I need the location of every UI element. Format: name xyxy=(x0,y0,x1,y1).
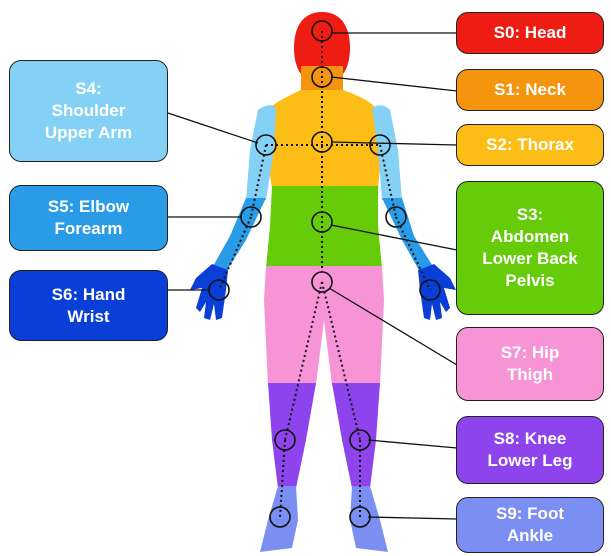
region-right-hand xyxy=(418,264,456,320)
label-s0-text: S0: Head xyxy=(494,22,567,44)
label-s0-head: S0: Head xyxy=(456,12,604,54)
label-s6-hand: S6: Hand Wrist xyxy=(9,270,168,341)
region-thorax xyxy=(265,90,382,188)
label-s3-text: S3: Abdomen Lower Back Pelvis xyxy=(482,204,577,292)
label-s1-neck: S1: Neck xyxy=(456,69,604,111)
label-s1-text: S1: Neck xyxy=(494,79,566,101)
label-s6-text: S6: Hand Wrist xyxy=(52,284,126,328)
region-abdomen xyxy=(266,186,382,268)
region-hip-thigh xyxy=(264,266,384,385)
label-s3-abdomen: S3: Abdomen Lower Back Pelvis xyxy=(456,181,604,315)
region-right-lower-leg xyxy=(332,383,380,488)
label-s7-text: S7: Hip Thigh xyxy=(501,342,560,386)
label-s4-text: S4: Shoulder Upper Arm xyxy=(45,78,132,144)
label-s4-shoulder: S4: Shoulder Upper Arm xyxy=(9,60,168,162)
label-s7-hip: S7: Hip Thigh xyxy=(456,327,604,401)
region-left-foot xyxy=(260,486,298,552)
label-s9-text: S9: Foot Ankle xyxy=(496,503,564,547)
label-s9-foot: S9: Foot Ankle xyxy=(456,497,604,553)
label-s2-text: S2: Thorax xyxy=(486,134,574,156)
label-s2-thorax: S2: Thorax xyxy=(456,124,604,166)
label-s8-knee: S8: Knee Lower Leg xyxy=(456,416,604,484)
label-s5-elbow: S5: Elbow Forearm xyxy=(9,185,168,251)
label-s5-text: S5: Elbow Forearm xyxy=(48,196,129,240)
label-s8-text: S8: Knee Lower Leg xyxy=(487,428,572,472)
